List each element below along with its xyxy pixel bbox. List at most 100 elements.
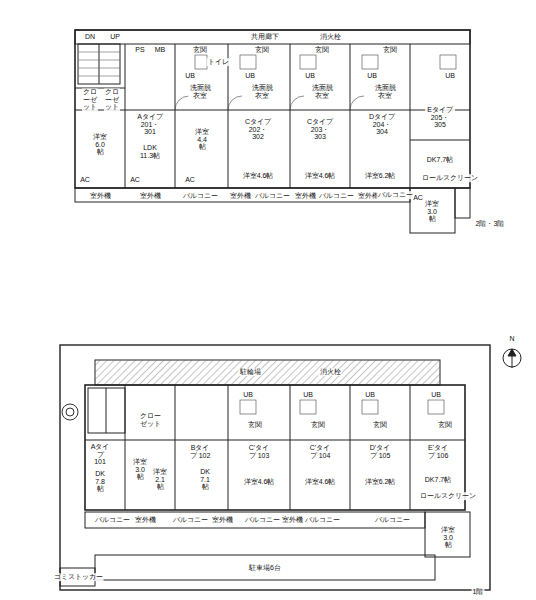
plan-label: 1階 <box>472 588 485 596</box>
plan-label: Bタイプ 102 <box>188 444 212 459</box>
plan-stroke <box>78 52 120 76</box>
plan-stroke <box>240 400 444 414</box>
plan-label: 洋室 3.0帖 <box>132 458 148 481</box>
plan-stroke <box>78 68 120 69</box>
plan-stroke <box>240 400 256 414</box>
plan-stroke <box>362 400 378 414</box>
plan-label: 洋室 6.0帖 <box>92 133 108 156</box>
plan-label: 玄関 <box>310 421 326 429</box>
plan-label: UB <box>364 391 376 399</box>
plan-label: 洗面脱衣室 <box>373 84 397 99</box>
plan-stroke <box>228 96 242 110</box>
plan-stroke <box>88 388 125 433</box>
plan-label: 駐車場6台 <box>248 564 282 572</box>
plan-label: DK7.7帖 <box>424 476 452 484</box>
plan-label: DN <box>84 33 96 41</box>
plan-label: 洋室4.6帖 <box>304 172 337 180</box>
plan-label: バルコニー <box>182 192 219 200</box>
plan-label: AC <box>129 176 141 184</box>
plan-label: 2階・3階 <box>475 220 506 228</box>
plan-stroke <box>62 404 78 420</box>
plan-stroke <box>95 555 435 580</box>
plan-label: 玄関 <box>382 46 398 54</box>
plan-label: トイレ <box>207 58 230 66</box>
plan-stroke <box>240 55 256 69</box>
plan-label: Eタイプ 205・305 <box>425 106 455 129</box>
plan-stroke <box>350 385 351 510</box>
plan-stroke <box>175 385 176 510</box>
plan-stroke <box>195 55 207 69</box>
plan-stroke <box>125 44 126 188</box>
plan-stroke <box>410 385 411 510</box>
plan-label: 玄関 <box>372 421 388 429</box>
plan-stroke <box>85 512 425 528</box>
plan-label: C'タイプ 104 <box>308 444 332 459</box>
plan-label: 消火栓 <box>319 33 342 41</box>
plan-label: 洋室 3.0帖 <box>440 526 456 549</box>
plan-label: 消火栓 <box>319 368 342 376</box>
plan-stroke <box>99 44 100 84</box>
plan-stroke <box>508 349 516 356</box>
plan-label: 室外機 <box>229 192 252 200</box>
plan-label: 室外機 <box>211 516 234 524</box>
plan-label: UB <box>302 391 314 399</box>
plan-label: 室外機 <box>294 192 317 200</box>
plan-label: 洗面脱衣室 <box>250 84 274 99</box>
plan-label: クローゼット <box>104 88 120 111</box>
plan-stroke <box>175 96 189 110</box>
plan-stroke <box>175 55 456 110</box>
plan-stroke <box>362 55 378 69</box>
plan-label: 洋室6.2帖 <box>364 478 397 486</box>
plan-label: クローゼット <box>138 412 162 427</box>
plan-stroke <box>290 96 304 110</box>
plan-label: C'タイプ 103 <box>247 444 271 459</box>
plan-label: 室外機 <box>89 192 112 200</box>
plan-stroke <box>95 360 440 385</box>
plan-stroke <box>290 385 291 510</box>
plan-label: E'タイプ 106 <box>426 444 450 459</box>
plan-stroke <box>78 52 120 53</box>
plan-label: バルコニー <box>318 192 355 200</box>
plan-label: バルコニー <box>254 192 291 200</box>
plan-label: 洗面脱衣室 <box>188 84 212 99</box>
plan-label: D'タイプ 105 <box>368 444 392 459</box>
plan-label: MB <box>154 46 167 54</box>
plan-stroke <box>78 76 120 77</box>
plan-label: バルコニー <box>172 516 209 524</box>
plan-label: UB <box>304 72 316 80</box>
plan-stroke <box>75 188 410 202</box>
plan-label: バルコニー <box>377 191 414 199</box>
plan-stroke <box>503 349 521 367</box>
plan-label: DK 7.8帖 <box>92 470 108 493</box>
plan-label: PS <box>134 46 145 54</box>
plan-label: 洋室4.6帖 <box>243 478 276 486</box>
plan-label: 玄関 <box>247 421 263 429</box>
plan-label: AC <box>412 194 424 202</box>
plan-label: Aタイプ 101 <box>89 443 111 466</box>
plan-stroke <box>350 44 351 188</box>
plan-label: UB <box>244 72 256 80</box>
plan-label: 洋室 2.1帖 <box>152 468 168 491</box>
plan-stroke <box>300 55 316 69</box>
plan-stroke <box>75 110 470 111</box>
plan-label: AC <box>184 176 196 184</box>
plan-label: クローゼット <box>82 88 98 111</box>
plan-stroke <box>455 188 470 218</box>
plan-label: 玄関 <box>254 46 270 54</box>
plan-label: UB <box>366 72 378 80</box>
plan-stroke <box>125 385 126 510</box>
plan-stroke <box>75 30 470 188</box>
plan-stroke <box>410 140 470 141</box>
plan-stroke <box>78 44 120 84</box>
plan-label: DK7.7帖 <box>426 156 454 164</box>
plan-stroke <box>175 44 176 188</box>
plan-label: バルコニー <box>304 516 341 524</box>
plan-label: UB <box>184 72 196 80</box>
plan-stroke <box>410 188 455 233</box>
plan-label: 洋室6.2帖 <box>364 172 397 180</box>
plan-label: N <box>508 335 515 343</box>
plan-stroke <box>60 30 521 590</box>
plan-label: Cタイプ 203・303 <box>305 118 335 141</box>
plan-label: AC <box>79 176 91 184</box>
